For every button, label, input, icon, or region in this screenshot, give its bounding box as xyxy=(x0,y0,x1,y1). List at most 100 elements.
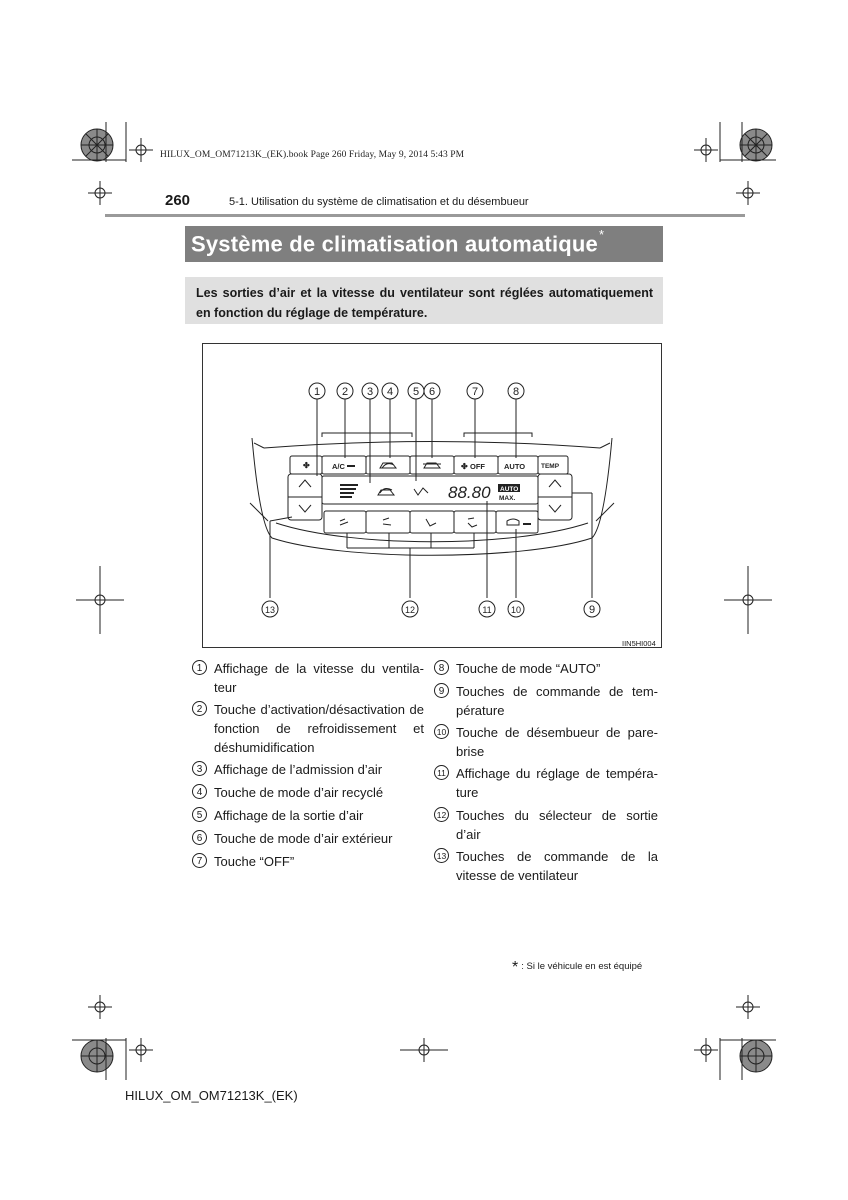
display-max-tag: MAX. xyxy=(499,495,515,502)
fan-up-chevron xyxy=(298,479,312,488)
page-title: Système de climatisation automatique* xyxy=(191,227,604,257)
legend-item-2: 2 Touche d’activation/désactivation de f… xyxy=(192,700,424,757)
legend-item-9: 9 Touches de commande de tem-pérature xyxy=(434,682,658,720)
fan-down-chevron xyxy=(298,504,312,513)
legend-text: Affichage du réglage de tempéra-ture xyxy=(456,766,658,800)
legend-item-3: 3 Affichage de l’admission d’air xyxy=(192,760,424,779)
callout-11: 11 xyxy=(482,605,491,615)
page-number: 260 xyxy=(165,192,191,209)
legend-item-13: 13 Touches de commande de la vitesse de … xyxy=(434,847,658,885)
bezel-outline xyxy=(251,437,613,556)
temp-button-label: TEMP xyxy=(541,463,560,470)
registration-mark-top-right xyxy=(739,128,773,162)
fresh-air-button xyxy=(409,455,455,475)
title-bar: Système de climatisation automatique* xyxy=(185,226,663,262)
section-heading: 5-1. Utilisation du système de climatisa… xyxy=(229,196,529,208)
legend-item-4: 4 Touche de mode d’air recyclé xyxy=(192,783,424,802)
bezel-lower xyxy=(275,522,589,543)
figure-frame xyxy=(202,343,662,648)
climate-control-diagram: A/C ✤ OFF AUTO TEMP ✤ 88.80 AUTO MAX. 1 … xyxy=(249,382,615,618)
callout-10: 10 xyxy=(511,605,521,615)
callout-2: 2 xyxy=(342,386,348,398)
legend-number: 11 xyxy=(434,765,449,780)
off-button-label: OFF xyxy=(470,462,485,471)
legend-text: Touche de mode d’air recyclé xyxy=(214,785,384,800)
legend-number: 6 xyxy=(192,830,207,845)
mode-feet-icon xyxy=(425,518,437,527)
intro-box: Les sorties d’air et la vitesse du venti… xyxy=(185,277,663,324)
display-outlet-icon xyxy=(413,487,429,496)
footnote-text: : Si le véhicule en est équipé xyxy=(521,961,643,972)
ac-button-label: A/C xyxy=(332,462,346,471)
temp-down-chevron xyxy=(548,504,562,513)
legend-item-5: 5 Affichage de la sortie d’air xyxy=(192,806,424,825)
legend-text: Affichage de la sortie d’air xyxy=(214,808,364,823)
legend-text: Touche “OFF” xyxy=(214,854,295,869)
legend-number: 2 xyxy=(192,701,207,716)
mode-feet-button xyxy=(409,510,455,534)
legend-number: 8 xyxy=(434,660,449,675)
legend-item-1: 1 Affichage de la vitesse du ventila-teu… xyxy=(192,659,424,697)
callout-6: 6 xyxy=(429,386,435,398)
fan-bars-indicator xyxy=(340,484,358,498)
temp-up-chevron xyxy=(548,479,562,488)
legend-number: 5 xyxy=(192,807,207,822)
legend-text: Touche de mode d’air extérieur xyxy=(214,831,393,846)
off-fan-symbol: ✤ xyxy=(461,462,468,471)
callout-1: 1 xyxy=(314,386,320,398)
legend-number: 3 xyxy=(192,761,207,776)
lcd-display xyxy=(321,475,539,505)
auto-button-label: AUTO xyxy=(504,462,525,471)
legend-number: 1 xyxy=(192,660,207,675)
recirc-car-icon xyxy=(379,462,398,469)
callout-3: 3 xyxy=(367,386,373,398)
legend-number: 7 xyxy=(192,853,207,868)
callout-13: 13 xyxy=(265,605,275,615)
legend-item-11: 11 Affichage du réglage de tempéra-ture xyxy=(434,764,658,802)
legend-text: Touche de désembueur de pare-brise xyxy=(456,725,658,759)
legend-item-10: 10 Touche de désembueur de pare-brise xyxy=(434,723,658,761)
legend-number: 12 xyxy=(434,807,449,822)
figure-code: IIN5HI004 xyxy=(622,639,656,648)
legend-text: Touches du sélecteur de sortie d’air xyxy=(456,808,658,842)
legend-number: 10 xyxy=(434,724,449,739)
callout-5: 5 xyxy=(413,386,419,398)
document-code: HILUX_OM_OM71213K_(EK) xyxy=(125,1088,298,1103)
file-info: HILUX_OM_OM71213K_(EK).book Page 260 Fri… xyxy=(160,150,465,160)
fresh-car-icon xyxy=(423,462,442,469)
fan-button-symbol: ✤ xyxy=(303,461,310,470)
page-title-text: Système de climatisation automatique xyxy=(191,231,598,257)
callout-4: 4 xyxy=(387,386,393,398)
legend-number: 9 xyxy=(434,683,449,698)
mode-feet-defog-icon xyxy=(467,517,478,528)
legend-number: 13 xyxy=(434,848,449,863)
display-auto-tag-bg xyxy=(498,484,520,492)
legend-text: Touche d’activation/désactivation de fon… xyxy=(214,702,424,755)
legend-text: Touches de commande de tem-pérature xyxy=(456,684,658,718)
mode-bilevel-button xyxy=(365,510,411,534)
callout-8: 8 xyxy=(513,386,519,398)
legend-item-7: 7 Touche “OFF” xyxy=(192,852,424,871)
defroster-button xyxy=(495,510,539,534)
recirc-button xyxy=(365,455,411,475)
legend-text: Touche de mode “AUTO” xyxy=(456,661,601,676)
legend-number: 4 xyxy=(192,784,207,799)
callout-12: 12 xyxy=(405,605,415,615)
display-car-icon xyxy=(377,488,396,496)
mode-face-button xyxy=(323,510,367,534)
mode-feet-defog-button xyxy=(453,510,497,534)
callout-9: 9 xyxy=(589,604,595,616)
registration-mark-bottom-left xyxy=(80,1039,114,1073)
legend-item-6: 6 Touche de mode d’air extérieur xyxy=(192,829,424,848)
legend-text: Affichage de la vitesse du ventila-teur xyxy=(214,661,424,695)
display-temperature: 88.80 xyxy=(448,483,491,502)
legend-text: Affichage de l’admission d’air xyxy=(214,762,383,777)
mode-bilevel-icon xyxy=(382,517,392,526)
display-auto-tag: AUTO xyxy=(500,486,518,493)
title-footnote-mark: * xyxy=(598,226,605,242)
footnote: *: Si le véhicule en est équipé xyxy=(512,959,642,977)
registration-mark-bottom-right xyxy=(739,1039,773,1073)
mode-face-icon xyxy=(339,518,349,526)
header-divider xyxy=(105,214,745,217)
